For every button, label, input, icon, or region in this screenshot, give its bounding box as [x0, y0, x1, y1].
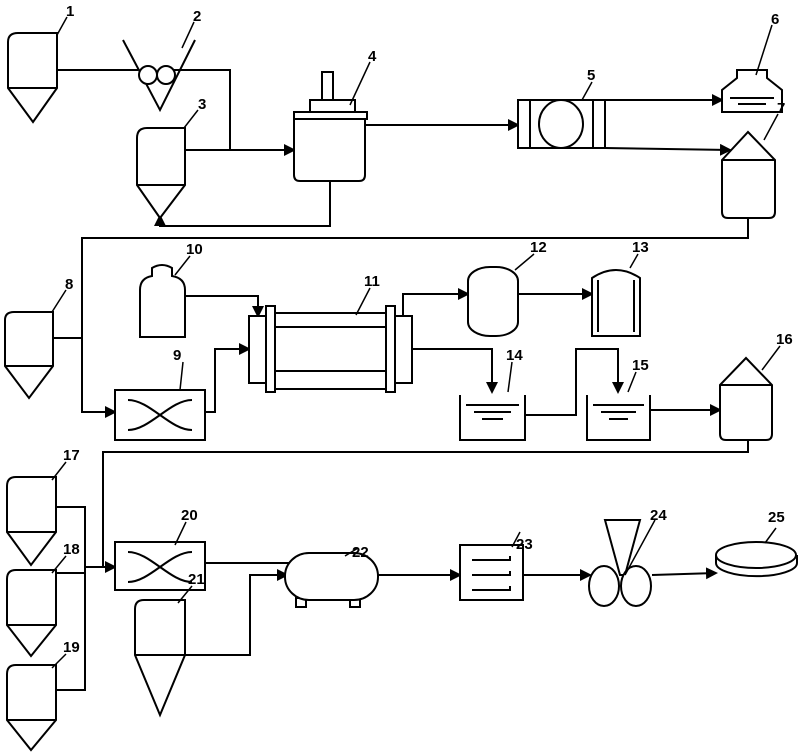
label-9: 9	[173, 347, 181, 364]
roller-press-24	[589, 520, 651, 606]
label-8: 8	[65, 276, 73, 293]
tank-22	[285, 553, 378, 607]
hopper-1	[8, 33, 57, 122]
label-14: 14	[506, 347, 523, 364]
silo-16	[720, 358, 772, 440]
hopper-19	[7, 665, 56, 750]
label-24: 24	[650, 507, 667, 524]
hopper-8	[5, 312, 53, 398]
dryer-23	[460, 545, 523, 600]
tank-13	[592, 270, 640, 336]
tank-12	[468, 267, 518, 336]
bottle-6	[722, 70, 782, 112]
label-7: 7	[777, 100, 785, 117]
label-1: 1	[66, 3, 74, 20]
product-disk-25	[716, 542, 797, 576]
label-11: 11	[364, 273, 380, 290]
label-15: 15	[632, 357, 649, 374]
label-10: 10	[186, 241, 203, 258]
hopper-18	[7, 570, 56, 656]
label-19: 19	[63, 639, 80, 656]
label-12: 12	[530, 239, 547, 256]
hopper-21	[135, 600, 185, 715]
mixer-9	[115, 390, 205, 440]
label-3: 3	[198, 96, 206, 113]
label-6: 6	[771, 11, 779, 28]
label-13: 13	[632, 239, 649, 256]
label-20: 20	[181, 507, 198, 524]
label-17: 17	[63, 447, 80, 464]
label-2: 2	[193, 8, 201, 25]
label-23: 23	[516, 536, 533, 553]
gas-cylinder-10	[140, 265, 185, 337]
hopper-3	[137, 128, 185, 218]
label-22: 22	[352, 544, 369, 561]
filter-press-11	[249, 306, 412, 392]
label-18: 18	[63, 541, 80, 558]
label-5: 5	[587, 67, 595, 84]
label-25: 25	[768, 509, 785, 526]
mixer-4	[294, 72, 367, 181]
bath-15	[587, 395, 650, 440]
feeder-2	[123, 40, 195, 110]
silo-7	[722, 132, 775, 218]
unit-5	[518, 100, 605, 148]
label-21: 21	[188, 571, 205, 588]
label-4: 4	[368, 48, 377, 65]
hopper-17	[7, 477, 56, 565]
label-16: 16	[776, 331, 793, 348]
bath-14	[460, 395, 525, 440]
